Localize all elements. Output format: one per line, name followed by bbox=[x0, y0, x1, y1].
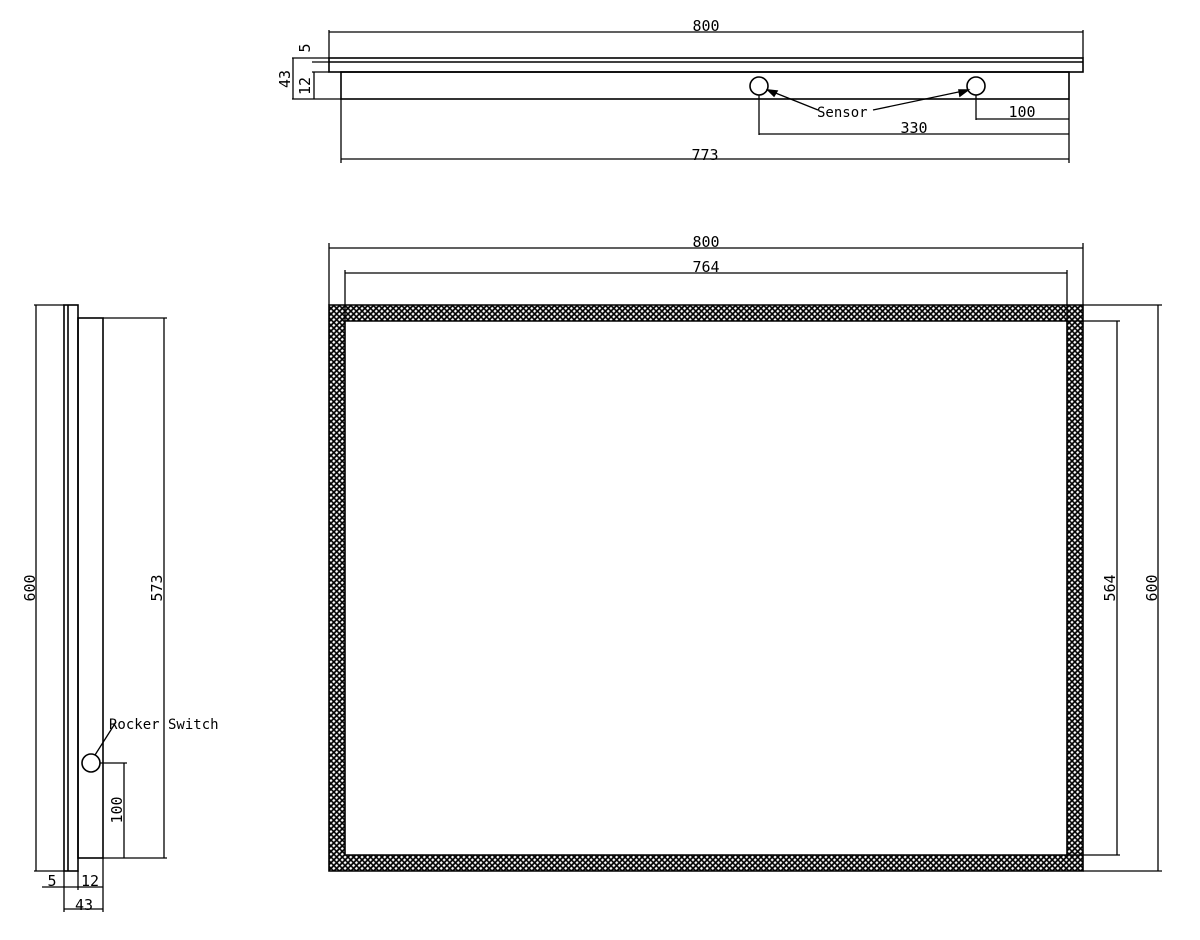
top-view: 800 5 43 12 Sensor 100 330 773 bbox=[276, 17, 1084, 164]
front-dim-height: 600 bbox=[1143, 574, 1161, 601]
top-dim-sensor-left: 330 bbox=[900, 119, 927, 137]
side-dim-glass: 5 bbox=[47, 872, 56, 890]
side-glass-plate bbox=[63, 304, 79, 872]
front-dim-inner-width: 764 bbox=[692, 258, 719, 276]
top-glass-plate bbox=[328, 57, 1084, 73]
rocker-switch-label: Rocker Switch bbox=[109, 717, 219, 733]
sensor-left-icon bbox=[749, 76, 769, 96]
side-dim-height: 600 bbox=[21, 574, 39, 601]
sensor-label: Sensor bbox=[817, 105, 868, 121]
side-dim-frame: 12 bbox=[81, 872, 99, 890]
side-back-frame bbox=[77, 317, 104, 859]
top-dim-frame: 12 bbox=[296, 77, 314, 95]
top-dim-sensor-right: 100 bbox=[1008, 103, 1035, 121]
side-dim-depth: 43 bbox=[75, 896, 93, 914]
top-back-frame bbox=[340, 71, 1070, 100]
front-dim-width: 800 bbox=[692, 233, 719, 251]
top-dim-total-depth: 43 bbox=[276, 70, 294, 88]
side-dim-back-height: 573 bbox=[148, 574, 166, 601]
top-dim-glass: 5 bbox=[296, 43, 314, 52]
top-dim-width: 800 bbox=[692, 17, 719, 35]
side-dim-switch-height: 100 bbox=[108, 796, 126, 823]
sensor-right-icon bbox=[966, 76, 986, 96]
side-view: 600 573 Rocker Switch 100 5 12 43 bbox=[21, 304, 219, 914]
front-hatched-frame bbox=[328, 304, 1084, 872]
front-dim-inner-height: 564 bbox=[1101, 574, 1119, 601]
rocker-switch-icon bbox=[81, 753, 101, 773]
front-view: 800 764 564 600 bbox=[328, 233, 1162, 872]
top-dim-back-width: 773 bbox=[691, 146, 718, 164]
